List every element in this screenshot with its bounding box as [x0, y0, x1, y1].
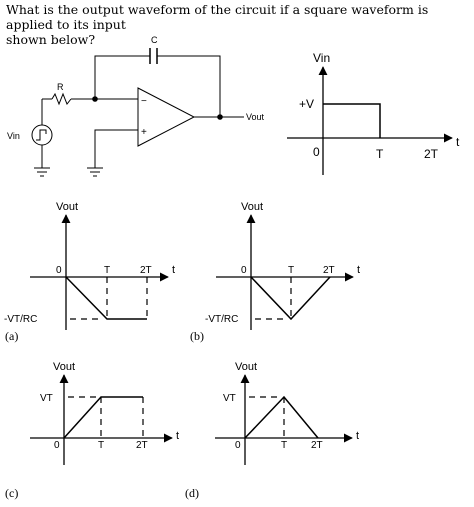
- vin-title: Vin: [313, 51, 330, 65]
- option-graph-d: Vout 0 T 2T t VT (d): [185, 361, 359, 500]
- minus-terminal-label: −: [141, 96, 147, 107]
- op-amp-triangle: [137, 87, 196, 147]
- t2-label: 2T: [323, 265, 335, 276]
- question-line-1: What is the output waveform of the circu…: [6, 2, 429, 32]
- ground-symbol-right: [87, 167, 103, 177]
- vout-title: Vout: [56, 201, 78, 213]
- vin-t2-label: 2T: [424, 147, 439, 161]
- question-line-2: shown below?: [6, 32, 96, 47]
- option-letter: (a): [5, 329, 18, 343]
- ground-symbol-left: [34, 167, 50, 177]
- vout-title: Vout: [53, 361, 75, 373]
- source-square-symbol: [36, 129, 47, 141]
- t1-label: T: [281, 440, 287, 451]
- feedback-wire-right: [157, 55, 221, 117]
- level-label: -VT/RC: [205, 314, 238, 325]
- junction-node-output: [217, 114, 223, 120]
- integrator-circuit: [31, 48, 244, 177]
- input-waveform: Vin +V 0 T 2T t: [287, 51, 460, 175]
- origin-label: 0: [54, 440, 60, 451]
- t1-label: T: [104, 265, 110, 276]
- axis-label: t: [172, 264, 175, 276]
- output-label: Vout: [246, 112, 265, 122]
- input-label: Vin: [7, 131, 20, 141]
- option-letter: (c): [5, 486, 18, 500]
- level-label: VT: [223, 393, 236, 404]
- capacitor-label: C: [151, 35, 158, 45]
- vout-waveform: [250, 276, 331, 321]
- option-graph-c: Vout 0 T 2T t VT (c): [5, 361, 179, 500]
- plus-input-wire: [94, 129, 138, 168]
- vout-title: Vout: [241, 201, 263, 213]
- axis-label: t: [176, 430, 179, 442]
- t2-label: 2T: [140, 265, 152, 276]
- vin-origin-label: 0: [313, 145, 320, 159]
- origin-label: 0: [241, 265, 247, 276]
- vout-waveform: [244, 395, 319, 439]
- vin-axis-label: t: [456, 135, 460, 149]
- vout-waveform: [65, 276, 147, 320]
- option-graph-b: Vout 0 T 2T t -VT/RC(b): [190, 201, 360, 343]
- vout-title: Vout: [235, 361, 257, 373]
- t1-label: T: [288, 265, 294, 276]
- junction-node-input: [92, 96, 98, 102]
- option-letter: (b): [190, 329, 204, 343]
- vout-waveform: [63, 396, 143, 439]
- vin-square-pulse: [323, 103, 381, 138]
- feedback-wire-left: [94, 55, 150, 99]
- option-letter: (d): [185, 486, 199, 500]
- square-source-icon: [31, 124, 53, 146]
- vin-t1-label: T: [376, 147, 384, 161]
- t2-label: 2T: [136, 440, 148, 451]
- axis-label: t: [357, 264, 360, 276]
- axis-label: t: [356, 430, 359, 442]
- resistor-zigzag: [51, 92, 72, 106]
- resistor-label: R: [57, 82, 64, 92]
- t2-label: 2T: [311, 440, 323, 451]
- option-graph-a: Vout 0 T 2T t -VT/RC (a): [4, 201, 175, 343]
- plus-terminal-label: +: [141, 127, 147, 138]
- origin-label: 0: [56, 265, 62, 276]
- level-label: -VT/RC: [4, 314, 37, 325]
- origin-label: 0: [235, 440, 241, 451]
- question-text: What is the output waveform of the circu…: [6, 2, 472, 47]
- vin-level-label: +V: [299, 97, 314, 111]
- level-label: VT: [40, 393, 53, 404]
- t1-label: T: [98, 440, 104, 451]
